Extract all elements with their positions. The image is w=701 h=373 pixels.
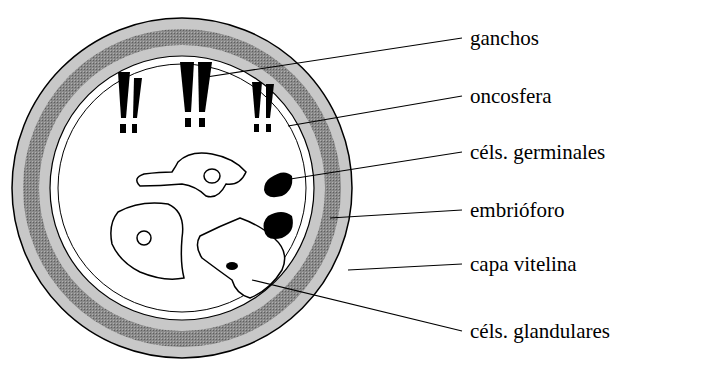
inner-grey-layer — [39, 45, 325, 331]
glandular-cells — [111, 153, 285, 298]
membrane — [50, 56, 314, 320]
part-label: ganchos — [468, 26, 541, 50]
part-label: céls. germinales — [468, 140, 607, 164]
leader-lines — [200, 38, 462, 331]
outer-layer — [12, 18, 352, 358]
gland-nucleus — [226, 262, 238, 270]
part-label: embrióforo — [468, 198, 566, 222]
embryophore-layer — [23, 29, 341, 347]
part-label: oncosfera — [468, 84, 554, 108]
part-label: capa vitelina — [468, 252, 579, 276]
part-label: céls. glandulares — [468, 319, 612, 343]
hooks — [118, 62, 274, 133]
germinal-cells — [264, 172, 293, 239]
oncosphere-outline — [58, 64, 306, 312]
